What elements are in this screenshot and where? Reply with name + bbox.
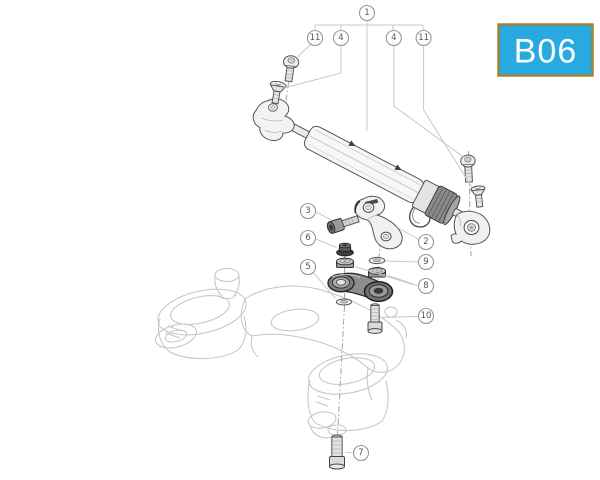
callout-6: 6 xyxy=(299,229,317,247)
left-clamp-bracket xyxy=(252,98,295,142)
right-rod-end-bracket xyxy=(450,210,491,245)
countersunk-screw-left xyxy=(269,80,287,105)
callout-leader-lines xyxy=(281,20,473,454)
hex-socket xyxy=(329,224,334,231)
svg-text:5: 5 xyxy=(305,262,310,272)
callout-8: 8 xyxy=(417,277,435,295)
tube-arrow-mark xyxy=(394,164,402,171)
callout-10: 10 xyxy=(417,307,435,325)
hex-socket xyxy=(464,156,472,163)
callout-3: 3 xyxy=(299,202,317,220)
callout-11-right: 11 xyxy=(415,29,432,47)
svg-text:9: 9 xyxy=(423,257,428,267)
svg-text:2: 2 xyxy=(423,237,428,247)
damper-band-clamp xyxy=(409,206,431,228)
socket-cap-screw-part3 xyxy=(326,215,360,234)
callout-1: 1 xyxy=(358,4,376,22)
washer-part9 xyxy=(368,256,386,265)
button-head-bolt-left xyxy=(283,55,300,83)
link-arm-right-eye xyxy=(373,287,384,294)
tube-arrow-mark xyxy=(348,140,356,147)
svg-text:11: 11 xyxy=(418,33,429,43)
callout-7: 7 xyxy=(352,444,370,462)
flanged-nut-part6 xyxy=(336,242,354,257)
page-code-badge: B06 xyxy=(497,23,594,77)
hex-socket xyxy=(287,57,296,64)
svg-text:1: 1 xyxy=(364,8,369,18)
centerlines xyxy=(273,69,472,437)
callout-4-right: 4 xyxy=(385,29,402,47)
badge-label: B06 xyxy=(514,33,578,71)
link-arm xyxy=(327,272,394,303)
svg-text:10: 10 xyxy=(421,311,432,321)
svg-text:3: 3 xyxy=(305,206,310,216)
callout-4-left: 4 xyxy=(332,29,350,47)
socket-bolt-part10 xyxy=(367,303,383,334)
svg-text:11: 11 xyxy=(310,33,321,43)
callout-2: 2 xyxy=(417,233,435,251)
damper-mount-bracket-part2 xyxy=(354,195,403,250)
lower-triple-clamp-outline xyxy=(155,268,407,439)
svg-text:4: 4 xyxy=(391,33,396,43)
svg-text:7: 7 xyxy=(358,448,363,458)
countersunk-screw-right xyxy=(470,185,486,208)
button-head-bolt-right xyxy=(460,154,476,183)
callout-5: 5 xyxy=(299,258,317,276)
callout-9: 9 xyxy=(417,253,435,271)
spherical-bearing-left-part8 xyxy=(336,257,354,268)
badge-background xyxy=(497,23,594,77)
callout-11-left: 11 xyxy=(306,29,324,47)
washer-part5 xyxy=(335,298,353,306)
svg-text:6: 6 xyxy=(305,233,310,243)
link-arm-left-eye xyxy=(335,278,346,286)
svg-text:4: 4 xyxy=(338,33,343,43)
socket-bolt-part7 xyxy=(329,434,345,470)
svg-text:8: 8 xyxy=(423,281,428,291)
